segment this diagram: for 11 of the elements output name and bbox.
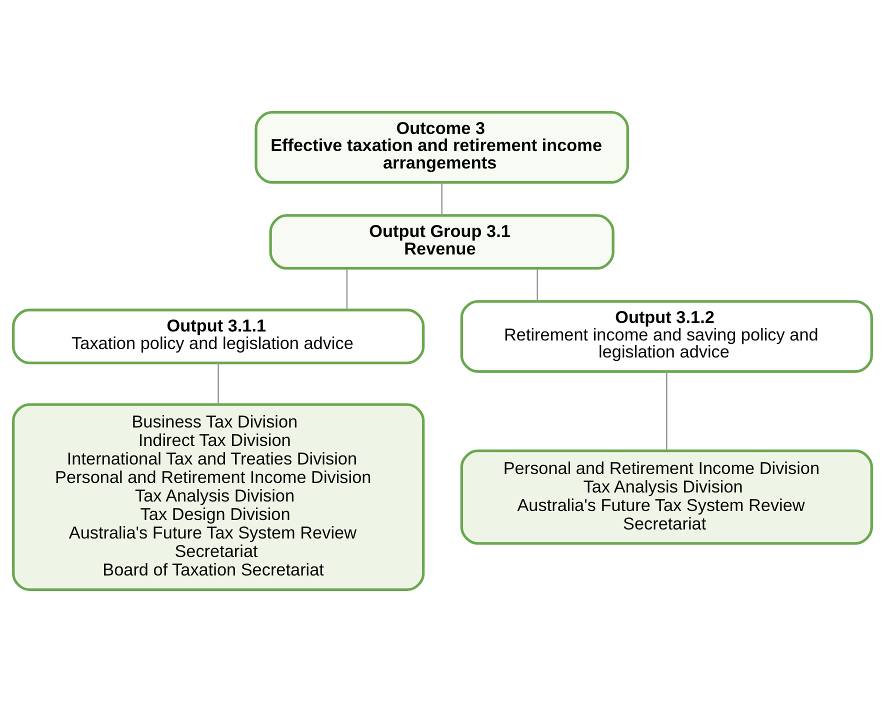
node-box: Business Tax Division Indirect Tax Division International Tax and Treaties Division Personal and Retirement Income Division Tax Analysis Division Tax Design Division Australia's Future Tax System Review Secretariat Board of Taxation Secretariat <box>12 403 425 592</box>
node-box: Output Group 3.1 Revenue <box>269 214 614 270</box>
node-box: Output 3.1.1 Taxation policy and legislation advice <box>12 308 425 364</box>
connector <box>536 268 538 302</box>
node-box: Output 3.1.2 Retirement income and saving policy and legislation advice <box>460 300 873 373</box>
connector <box>218 362 219 404</box>
connector <box>346 268 348 310</box>
node-box: Personal and Retirement Income Division Tax Analysis Division Australia's Future Tax System Review Secretariat <box>460 450 873 545</box>
connector <box>441 182 442 215</box>
connector <box>666 372 668 450</box>
node-box: Outcome 3 Effective taxation and retirement income arrangements <box>254 110 629 184</box>
